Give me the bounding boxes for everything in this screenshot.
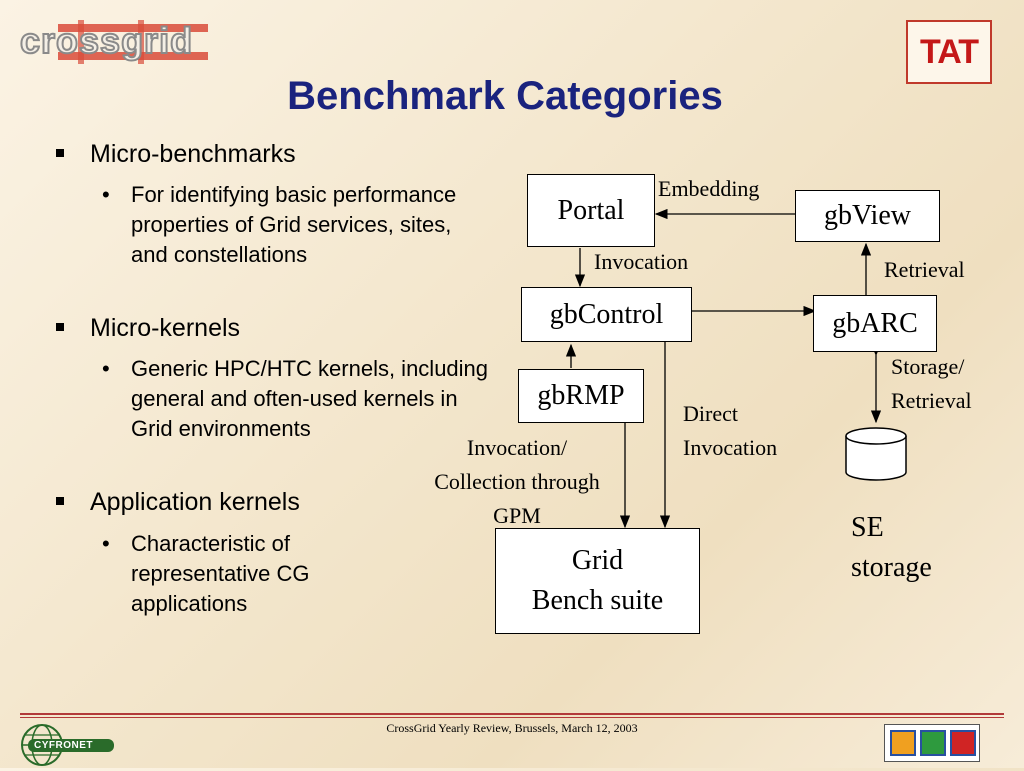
crossgrid-logo-text: crossgrid [19, 19, 194, 62]
label-storage-retrieval-line2: Retrieval [891, 388, 972, 413]
crossgrid-logo-graphic [58, 20, 208, 64]
sub-bullet-text: Generic HPC/HTC kernels, including gener… [131, 356, 489, 441]
dot-bullet-icon: • [102, 182, 110, 207]
se-storage-line1: SE [851, 512, 884, 543]
node-grid-bench-suite: Grid Bench suite [495, 528, 700, 634]
node-gbrmp-label: gbRMP [537, 380, 625, 411]
tat-badge: TAT [906, 20, 992, 84]
tilde-tile-icon [950, 730, 976, 756]
label-invocation: Invocation [594, 249, 689, 274]
label-collection-line2: Collection through [434, 469, 600, 494]
page-title: Benchmark Categories [287, 74, 723, 118]
square-bullet-icon [56, 323, 64, 331]
node-gbrmp: gbRMP [518, 369, 644, 423]
cyfronet-logo: CYFRONET [18, 722, 118, 766]
crossgrid-logo: crossgrid [18, 18, 236, 66]
label-collection-line3: GPM [493, 503, 541, 528]
square-bullet-icon [56, 497, 64, 505]
label-retrieval: Retrieval [884, 257, 965, 282]
node-portal: Portal [527, 174, 655, 247]
cyfronet-logo-text: CYFRONET [34, 740, 93, 751]
right-logo [884, 724, 980, 762]
node-grid-bench-line1: Grid [571, 545, 624, 576]
label-direct-invocation-line1: Direct [683, 401, 738, 426]
bullet-label: Micro-benchmarks [90, 140, 296, 168]
node-gbarc: gbARC [813, 295, 937, 352]
label-collection-through-gpm: Invocation/ Collection through GPM [405, 431, 629, 533]
node-grid-bench-line2: Bench suite [531, 585, 664, 616]
square-bullet-icon [56, 149, 64, 157]
node-gbview-label: gbView [824, 200, 911, 231]
node-gbview: gbView [795, 190, 940, 242]
dot-bullet-icon: • [102, 356, 110, 381]
label-direct-invocation-line2: Invocation [683, 435, 778, 460]
footer-divider-thin [20, 717, 1004, 718]
wave-tile-icon [920, 730, 946, 756]
node-portal-label: Portal [557, 194, 625, 226]
label-storage-retrieval-line1: Storage/ [891, 354, 965, 379]
se-storage-cylinder-icon [845, 427, 907, 481]
label-collection-line1: Invocation/ [466, 435, 568, 460]
footer-text: CrossGrid Yearly Review, Brussels, March… [386, 721, 638, 735]
dot-bullet-icon: • [102, 531, 110, 556]
cyfronet-globe-icon [21, 724, 114, 766]
se-storage-line2: storage [851, 552, 932, 583]
sub-bullet-text: Characteristic of representative CG appl… [131, 531, 310, 616]
label-storage-retrieval: Storage/ Retrieval [891, 350, 972, 418]
node-gbcontrol: gbControl [521, 287, 692, 342]
bullet-label: Micro-kernels [90, 314, 241, 342]
sub-bullet-micro-benchmarks: • For identifying basic performance prop… [102, 180, 482, 300]
arrow-tile-icon [890, 730, 916, 756]
sub-bullet-text: For identifying basic performance proper… [131, 182, 457, 267]
sub-bullet-micro-kernels: • Generic HPC/HTC kernels, including gen… [102, 354, 488, 474]
label-direct-invocation: Direct Invocation [683, 397, 777, 465]
label-embedding: Embedding [658, 176, 760, 201]
node-gbcontrol-label: gbControl [549, 298, 664, 330]
se-storage-label: SE storage [851, 508, 932, 588]
bullet-label: Application kernels [90, 488, 300, 516]
sub-bullet-application-kernels: • Characteristic of representative CG ap… [102, 529, 402, 619]
node-gbarc-label: gbARC [832, 307, 918, 339]
footer-divider [20, 713, 1004, 715]
